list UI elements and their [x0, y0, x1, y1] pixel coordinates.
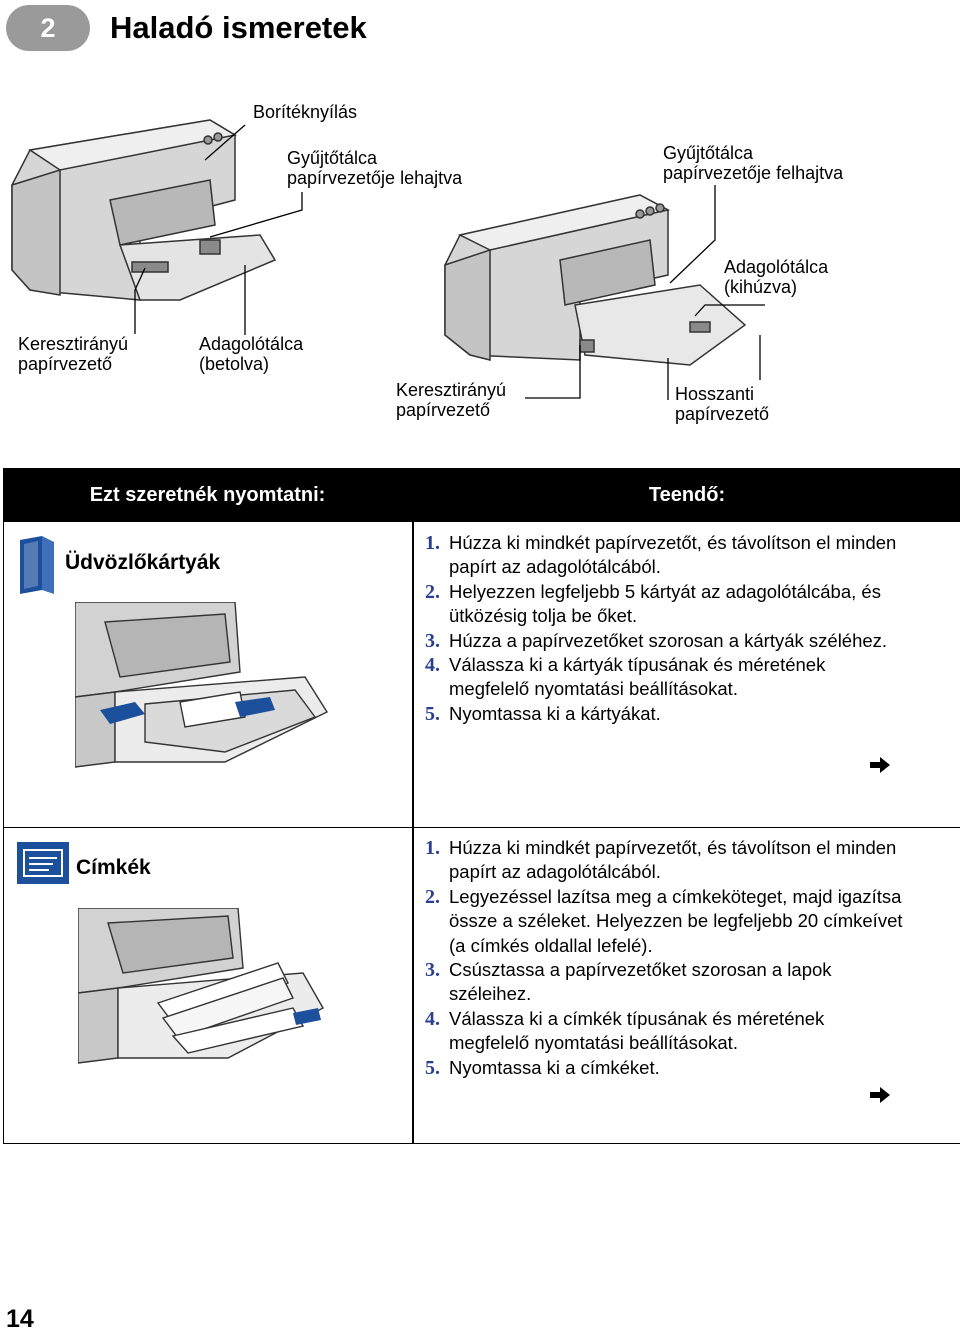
step-item: 3. Húzza a papírvezetőket szorosan a kárt…: [425, 629, 905, 653]
printer-illustration-left: [11, 119, 277, 301]
step-text: Nyomtassa ki a címkéket.: [449, 1056, 660, 1078]
arrow-right-icon: [870, 1087, 890, 1103]
step-text: Legyezéssel lazítsa meg a címkeköteget, …: [449, 885, 903, 956]
table-column-divider: [412, 468, 414, 1144]
callout-width-guide-left: Keresztirányú papírvezető: [18, 334, 129, 374]
step-number: 4.: [425, 654, 440, 677]
step-number: 3.: [425, 629, 440, 652]
step-item: 1. Húzza ki mindkét papírvezetőt, és távo…: [425, 531, 905, 580]
step-text: Húzza ki mindkét papírvezetőt, és távolí…: [449, 837, 897, 883]
printer-diagram: [11, 119, 765, 400]
step-item: 2. Helyezzen legfeljebb 5 kártyát az adag…: [425, 580, 905, 629]
callout-length-guide: Hosszanti papírvezető: [675, 384, 770, 424]
step-text: Válassza ki a kártyák típusának és méret…: [449, 654, 826, 700]
table-header-what: Ezt szeretnék nyomtatni:: [3, 468, 412, 522]
callout-width-guide-center: Keresztirányú papírvezető: [396, 380, 507, 420]
step-number: 1.: [425, 532, 440, 554]
step-item: 4. Válassza ki a címkék típusának és mére…: [425, 1007, 905, 1056]
label-steps: 1. Húzza ki mindkét papírvezetőt, és távo…: [425, 836, 905, 1080]
table-border-bottom: [3, 1143, 960, 1144]
callout-output-guide-up: Gyűjtőtálca papírvezetője felhajtva: [663, 143, 844, 183]
step-number: 5.: [425, 702, 440, 725]
step-item: 5. Nyomtassa ki a címkéket.: [425, 1056, 905, 1080]
greeting-card-steps: 1. Húzza ki mindkét papírvezetőt, és távo…: [425, 531, 905, 726]
greeting-card-icon: [20, 536, 54, 594]
table-row-divider: [3, 827, 960, 828]
printer-illustration-right: [444, 194, 747, 366]
step-text: Húzza a papírvezetőket szorosan a kártyá…: [449, 629, 888, 651]
callout-input-tray-in: Adagolótálca (betolva): [199, 334, 304, 374]
row-title-labels: Címkék: [76, 856, 151, 879]
step-item: 4. Válassza ki a kártyák típusának és mér…: [425, 653, 905, 702]
step-item: 5. Nyomtassa ki a kártyákat.: [425, 702, 905, 726]
step-text: Válassza ki a címkék típusának és méreté…: [449, 1007, 825, 1054]
step-number: 2.: [425, 885, 440, 908]
step-item: 3. Csúsztassa a papírvezetőket szorosan a…: [425, 958, 905, 1007]
chapter-number-badge: 2: [6, 5, 90, 51]
step-number: 4.: [425, 1007, 440, 1030]
step-item: 2. Legyezéssel lazítsa meg a címkeköteget…: [425, 885, 905, 958]
step-text: Nyomtassa ki a kártyákat.: [449, 702, 661, 724]
step-text: Húzza ki mindkét papírvezetőt, és távolí…: [449, 532, 897, 578]
step-text: Csúsztassa a papírvezetőket szorosan a l…: [449, 959, 832, 1005]
step-number: 2.: [425, 580, 440, 603]
step-number: 5.: [425, 1056, 440, 1079]
chapter-title: Haladó ismeretek: [110, 10, 367, 45]
table-header-todo: Teendő:: [414, 468, 960, 522]
page-number: 14: [6, 1305, 34, 1333]
step-number: 3.: [425, 959, 440, 982]
greeting-card-tray-illustration: [75, 602, 329, 768]
callout-output-guide-down: Gyűjtőtálca papírvezetője lehajtva: [287, 148, 463, 188]
table-border-left: [3, 522, 4, 1144]
step-item: 1. Húzza ki mindkét papírvezetőt, és távo…: [425, 836, 905, 885]
callout-envelope-slot: Borítéknyílás: [253, 102, 358, 122]
step-number: 1.: [425, 837, 440, 859]
label-icon: [17, 842, 69, 884]
label-tray-illustration: [78, 908, 324, 1064]
step-text: Helyezzen legfeljebb 5 kártyát az adagol…: [449, 580, 881, 627]
callout-input-tray-out: Adagolótálca (kihúzva): [724, 257, 829, 297]
row-title-greeting-cards: Üdvözlőkártyák: [65, 551, 221, 574]
arrow-right-icon: [870, 757, 890, 773]
